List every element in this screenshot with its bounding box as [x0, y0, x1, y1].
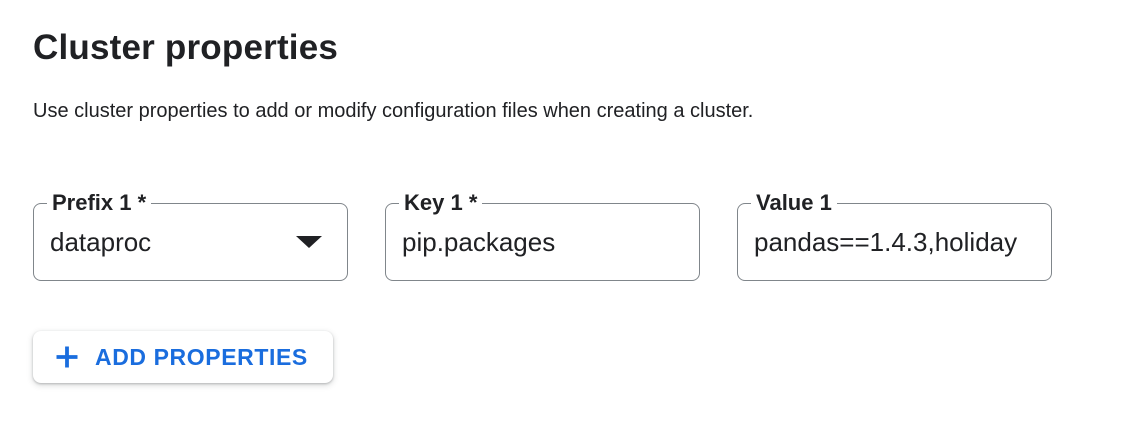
value-field-label: Value 1	[751, 191, 837, 215]
dropdown-caret-icon	[296, 236, 322, 248]
add-properties-button[interactable]: ADD PROPERTIES	[33, 331, 333, 383]
key-input[interactable]	[386, 204, 699, 280]
prefix-select[interactable]: dataproc	[34, 204, 347, 280]
plus-icon	[56, 346, 78, 368]
page-title: Cluster properties	[33, 28, 339, 67]
add-properties-label: ADD PROPERTIES	[95, 343, 308, 370]
value-field: Value 1	[737, 191, 1052, 281]
prefix-field: Prefix 1 * dataproc	[33, 191, 348, 281]
property-row: Prefix 1 * dataproc Key 1 * Value 1	[33, 191, 1122, 281]
prefix-field-label: Prefix 1 *	[47, 191, 152, 215]
prefix-select-value: dataproc	[50, 226, 152, 257]
cluster-properties-section: Cluster properties Use cluster propertie…	[33, 28, 1122, 383]
key-field: Key 1 *	[385, 191, 700, 281]
value-input[interactable]	[738, 204, 1051, 280]
page-description: Use cluster properties to add or modify …	[33, 100, 754, 122]
key-field-label: Key 1 *	[399, 191, 483, 215]
